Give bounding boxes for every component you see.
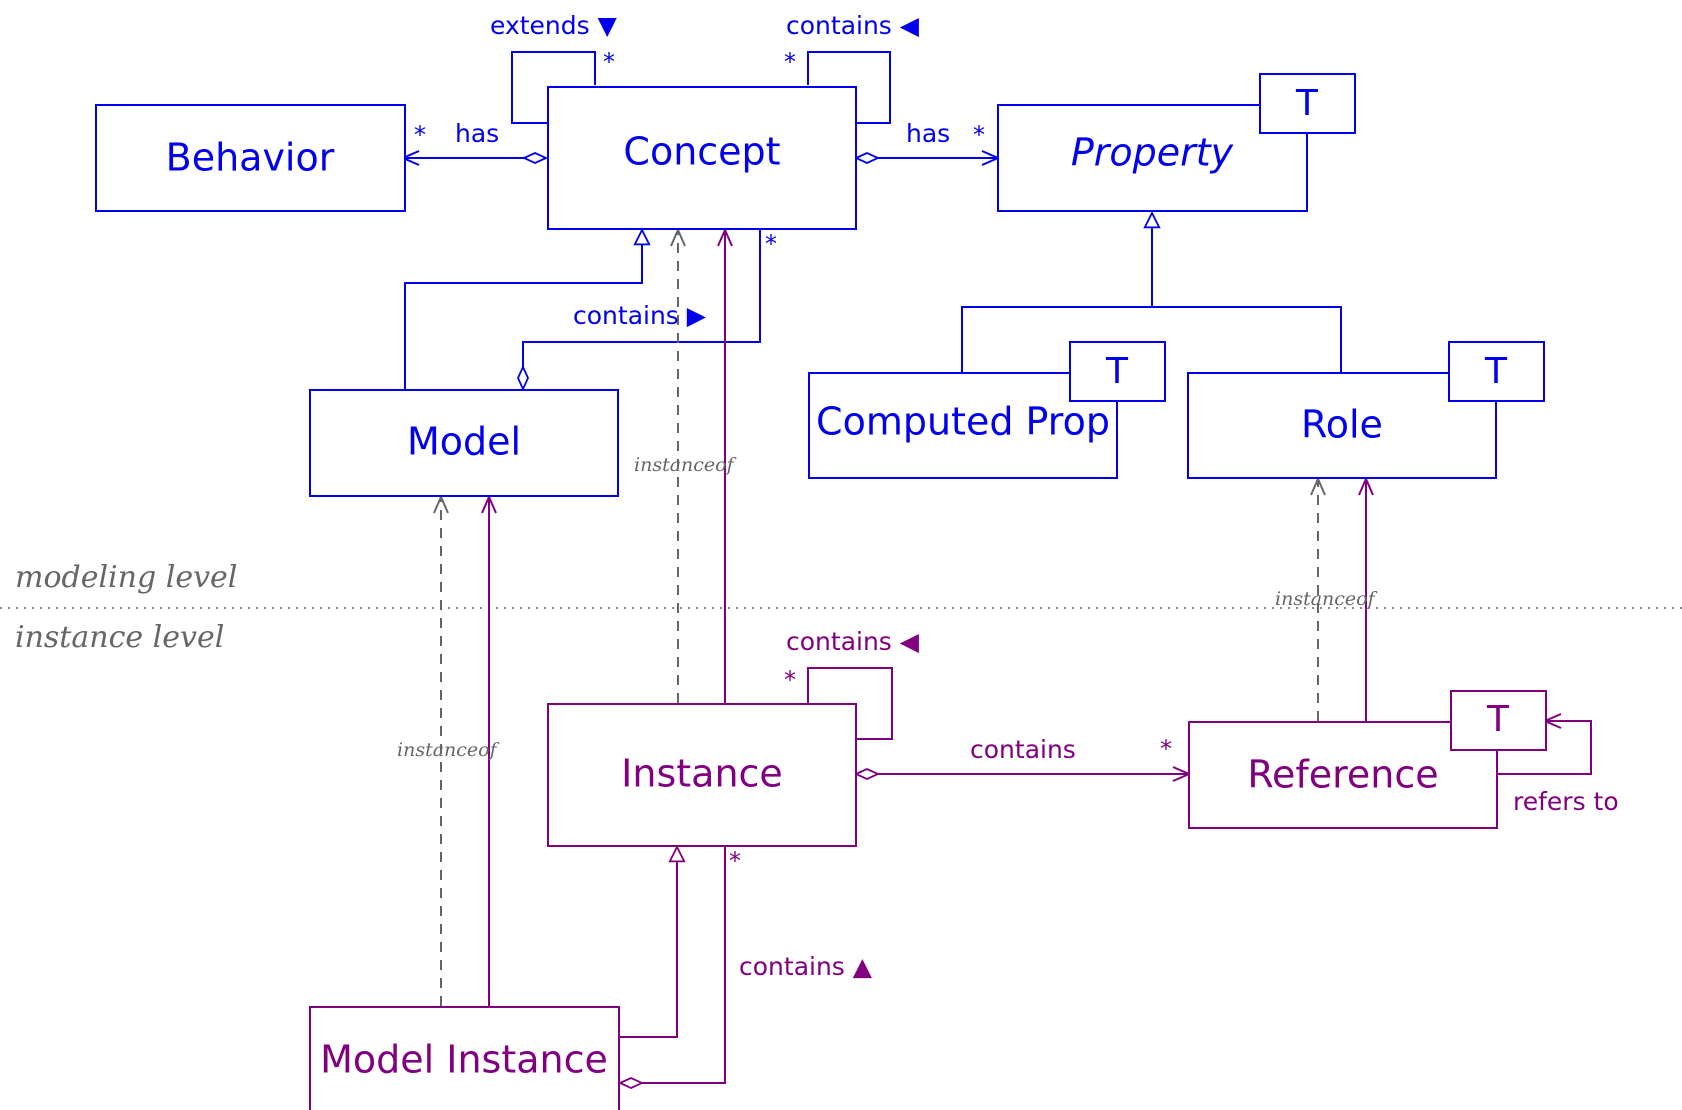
mult-modelinstance-contains: *: [729, 847, 741, 875]
mult-concept-contains: *: [784, 48, 796, 76]
behavior-label: Behavior: [166, 136, 335, 180]
property-label: Property: [1071, 131, 1234, 175]
reference-refers-to-loop: [1497, 721, 1592, 775]
mult-contains-reference: *: [1160, 735, 1172, 763]
role-extends-property: [1152, 306, 1342, 372]
model-contains-label: contains ▶: [573, 301, 707, 330]
concept-label: Concept: [623, 130, 780, 174]
has-behavior-label: has: [455, 119, 499, 148]
class-model: Model: [309, 389, 619, 497]
class-reference: Reference T: [1188, 690, 1547, 829]
mult-has-property: *: [973, 121, 985, 149]
class-role: Role T: [1187, 341, 1545, 479]
class-property: Property T: [997, 73, 1356, 212]
mult-instance-contains: *: [784, 666, 796, 694]
concept-contains-label: contains ◀: [786, 11, 920, 40]
model-extends-concept: [404, 230, 642, 389]
instanceof-label-role: instanceof: [1275, 588, 1378, 610]
computed-prop-label: Computed Prop: [816, 400, 1110, 444]
mult-model-contains: *: [765, 230, 777, 258]
instance-level-label: instance level: [15, 620, 224, 655]
contains-reference-label: contains: [970, 735, 1076, 764]
class-computed-prop: Computed Prop T: [808, 341, 1166, 479]
property-type-param: T: [1295, 83, 1319, 124]
class-instance: Instance: [547, 703, 857, 847]
modeling-level-label: modeling level: [15, 560, 237, 595]
mult-has-behavior: *: [414, 121, 426, 149]
instance-contains-self-loop: [807, 667, 893, 740]
modelinstance-contains-instance: [620, 847, 726, 1083]
instance-label: Instance: [621, 752, 783, 796]
instance-contains-label: contains ◀: [786, 627, 920, 656]
model-instance-label: Model Instance: [320, 1038, 608, 1082]
mult-extends: *: [603, 48, 615, 76]
modelinstance-contains-label: contains ▲: [739, 952, 873, 981]
class-model-instance: Model Instance: [309, 1006, 620, 1110]
reference-type-param: T: [1486, 699, 1510, 740]
refers-to-label: refers to: [1513, 787, 1619, 816]
instanceof-label-model: instanceof: [397, 739, 500, 761]
concept-contains-self-loop: [807, 51, 891, 124]
instanceof-label-concept: instanceof: [634, 454, 737, 476]
role-type-param: T: [1484, 351, 1508, 392]
model-label: Model: [407, 420, 521, 464]
model-contains-concept: [523, 230, 761, 389]
role-label: Role: [1301, 403, 1383, 447]
reference-label: Reference: [1247, 753, 1438, 797]
modelinstance-extends-instance: [619, 847, 677, 1038]
extends-self-loop: [511, 51, 596, 124]
has-property-label: has: [906, 119, 950, 148]
computedprop-extends-property: [961, 213, 1152, 372]
extends-label: extends ▼: [490, 11, 618, 40]
computed-prop-type-param: T: [1105, 351, 1129, 392]
class-behavior: Behavior: [95, 104, 406, 212]
class-concept: Concept: [547, 86, 857, 230]
